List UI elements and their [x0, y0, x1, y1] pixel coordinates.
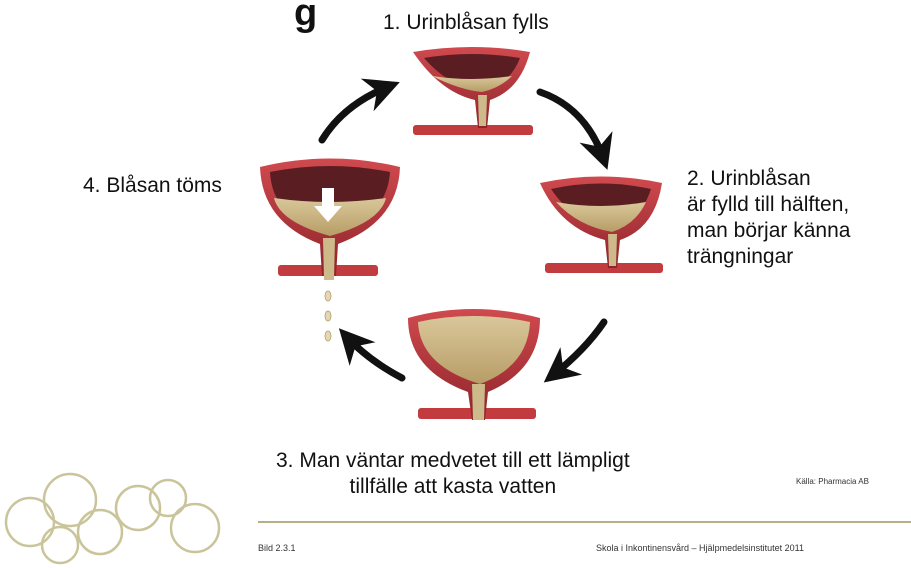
footer-divider	[258, 521, 911, 523]
step-2-line: man börjar känna	[687, 218, 850, 244]
step-3-line: 3. Man väntar medvetet till ett lämpligt	[276, 448, 630, 474]
step-1-label: 1. Urinblåsan fylls	[383, 10, 549, 36]
step-4-line: 4. Blåsan töms	[83, 173, 222, 199]
decorative-rings	[6, 474, 219, 563]
cycle-arrow-1-to-2	[540, 92, 604, 160]
step-2-line: trängningar	[687, 244, 850, 270]
step-2-line: är fylld till hälften,	[687, 192, 850, 218]
urethra-vessel	[545, 263, 663, 273]
step-3-line: tillfälle att kasta vatten	[276, 474, 630, 500]
step-4-label: 4. Blåsan töms	[83, 173, 222, 199]
bladder-stage-2	[540, 177, 663, 274]
drop-icon	[325, 291, 331, 301]
footer-credit: Skola i Inkontinensvård – Hjälpmedelsins…	[596, 543, 804, 553]
bladder-stage-4	[260, 159, 400, 342]
cycle-arrow-4-to-1	[322, 86, 390, 140]
step-2-line: 2. Urinblåsan	[687, 166, 850, 192]
urethra	[608, 234, 617, 266]
cycle-arrow-2-to-3	[552, 322, 604, 376]
bladder-stage-1	[413, 47, 533, 135]
urethra	[323, 238, 335, 280]
bladder-stage-3	[408, 309, 540, 420]
urethra-vessel	[413, 125, 533, 135]
urethra	[478, 95, 487, 126]
slide-number: Bild 2.3.1	[258, 543, 296, 553]
source-note: Källa: Pharmacia AB	[796, 477, 869, 486]
drop-icon	[325, 311, 331, 321]
step-3-label: 3. Man väntar medvetet till ett lämpligt…	[276, 448, 630, 500]
urethra	[472, 384, 485, 420]
drop-icon	[325, 331, 331, 341]
step-1-line: 1. Urinblåsan fylls	[383, 10, 549, 36]
cycle-arrow-3-to-4	[346, 336, 402, 378]
